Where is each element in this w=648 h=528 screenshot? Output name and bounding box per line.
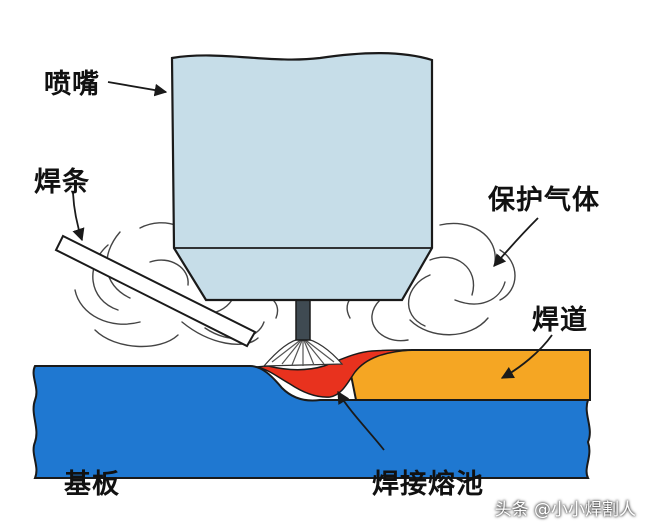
base-plate [32,365,591,479]
label-weld-pool: 焊接熔池 [372,469,484,500]
tungsten-electrode [295,297,311,341]
weld-bead-arrow [500,334,553,379]
electrode-arrow [72,192,85,242]
nozzle-arrow [107,81,168,97]
watermark: 头条 @小小焊割人 [494,500,636,520]
welding-arc [262,337,344,367]
label-shielding-gas: 保护气体 [488,185,600,216]
shielding-gas-arrow [493,217,539,267]
weld-pool [255,349,411,398]
weld-bead [348,349,591,401]
weld-pool-arrow [337,390,385,451]
label-base-plate: 基板 [64,469,120,500]
nozzle [170,51,434,302]
label-electrode: 焊条 [34,167,90,198]
label-nozzle: 喷嘴 [44,69,100,100]
label-weld-bead: 焊道 [532,305,588,336]
filler-rod [54,234,257,348]
